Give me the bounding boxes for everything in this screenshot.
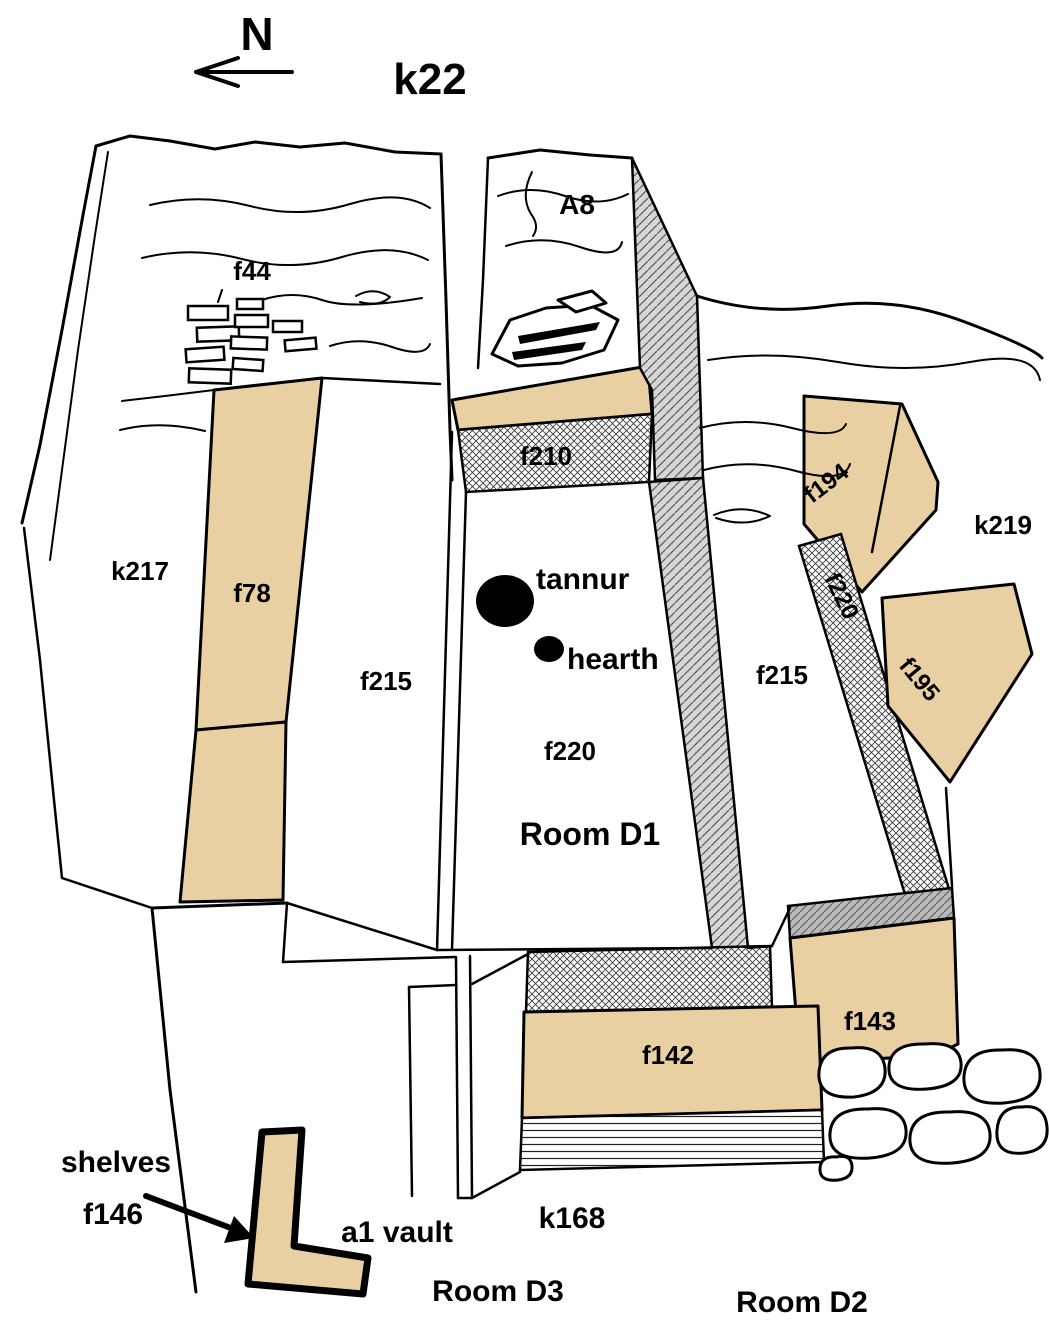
label-f143: f143 <box>844 1006 896 1036</box>
shelves-arrow <box>143 1193 254 1243</box>
south-wall-band <box>524 944 774 1014</box>
label-room-d1: Room D1 <box>520 816 660 852</box>
label-a8: A8 <box>559 189 595 220</box>
brick <box>186 304 230 322</box>
southwest-diagonal-edge <box>285 901 439 952</box>
label-hearth: hearth <box>567 643 659 676</box>
k168-step-line <box>470 1170 522 1200</box>
stone <box>908 1110 992 1165</box>
contour-line <box>703 463 851 478</box>
north-arrow-head <box>194 56 240 88</box>
label-k217: k217 <box>111 556 169 586</box>
label-f215-west: f215 <box>360 666 412 696</box>
a8-rock-small <box>556 289 608 314</box>
label-f146: f146 <box>83 1198 143 1231</box>
stone <box>887 1042 963 1091</box>
label-f44: f44 <box>233 256 271 286</box>
tannur-marker <box>476 575 534 627</box>
terrain-secondary-line <box>707 354 1041 381</box>
brick <box>229 335 269 351</box>
hearth-marker <box>534 636 564 662</box>
label-f210: f210 <box>520 441 572 471</box>
brick <box>271 319 304 334</box>
stone <box>828 1107 908 1160</box>
label-room-d2: Room D2 <box>736 1286 868 1319</box>
contour-line <box>261 294 423 306</box>
label-k219: k219 <box>974 510 1032 540</box>
a8-rock-shadow <box>512 342 586 360</box>
brick <box>283 336 318 353</box>
west-outer-edge <box>20 144 98 525</box>
north-label: N <box>240 8 273 60</box>
stone-masonry <box>817 1042 1049 1182</box>
label-f142: f142 <box>642 1040 694 1070</box>
a8-contour <box>505 239 623 254</box>
a8-top-edge <box>486 148 634 160</box>
title-k22: k22 <box>393 55 466 104</box>
label-f215-east: f215 <box>756 660 808 690</box>
stone <box>962 1048 1042 1105</box>
a8-contour-hook <box>524 171 537 237</box>
contour-loop <box>713 508 771 524</box>
vault-east-wall-inner <box>454 956 460 1200</box>
room-d1-west-wall-outer <box>435 430 454 952</box>
band-connector-line <box>770 906 792 948</box>
contour-line <box>141 249 429 267</box>
f194-facet-line <box>870 404 902 554</box>
contour-line <box>149 196 431 214</box>
f195-edge-line <box>944 786 954 888</box>
stone <box>818 1154 854 1182</box>
stone <box>817 1046 887 1099</box>
f44-bricks <box>184 297 318 386</box>
floor-boundary-line <box>320 376 442 386</box>
brick <box>184 345 226 364</box>
f44-leader-line <box>217 289 223 303</box>
brick <box>233 313 270 329</box>
contour-loop <box>355 290 391 305</box>
room-d1-east-wall <box>647 476 750 950</box>
vault-west-edge <box>281 901 289 964</box>
west-lower-edge <box>22 526 154 910</box>
north-arrow <box>194 56 294 88</box>
vault-inner-wall <box>407 985 414 1198</box>
brick <box>235 297 265 311</box>
contour-line <box>699 421 847 435</box>
k168-step-line <box>470 952 530 986</box>
f142-foundation-band <box>518 1108 826 1172</box>
a8-west-line <box>476 156 490 370</box>
vault-inner-wall-top <box>407 983 458 989</box>
southwest-outer-diagonal <box>150 906 198 1294</box>
brick <box>187 366 233 386</box>
f195-block <box>880 582 1034 784</box>
trench-west-line <box>439 152 454 482</box>
f78-wall-upper <box>194 376 324 732</box>
contour-line <box>119 424 206 432</box>
shelves-f146-structure <box>244 1126 372 1298</box>
brick <box>231 356 265 373</box>
label-shelves: shelves <box>61 1146 171 1179</box>
vault-east-wall-outer <box>468 954 474 1200</box>
west-inner-edge <box>49 151 109 561</box>
band-connector-line <box>746 944 774 950</box>
terrain-top-right-edge <box>695 294 1044 360</box>
stone <box>995 1105 1049 1155</box>
terrain-top-edge <box>94 134 443 156</box>
room-d1-floor-south-edge <box>435 946 714 952</box>
a8-rock-shadow <box>518 322 600 344</box>
label-f220-center: f220 <box>544 736 596 766</box>
label-k168: k168 <box>539 1202 606 1235</box>
f78-wall-lower <box>178 720 288 904</box>
southwest-step-edge <box>150 901 289 910</box>
room-d1-west-wall-inner <box>450 490 468 952</box>
vault-top-edge <box>281 955 458 964</box>
label-room-d3: Room D3 <box>432 1275 564 1308</box>
brick <box>195 324 241 344</box>
label-f78: f78 <box>233 578 271 608</box>
floor-boundary-line <box>121 389 215 402</box>
a8-contour <box>497 189 629 203</box>
label-a1-vault: a1 vault <box>341 1216 453 1249</box>
label-tannur: tannur <box>536 563 630 596</box>
contour-line <box>329 340 431 353</box>
